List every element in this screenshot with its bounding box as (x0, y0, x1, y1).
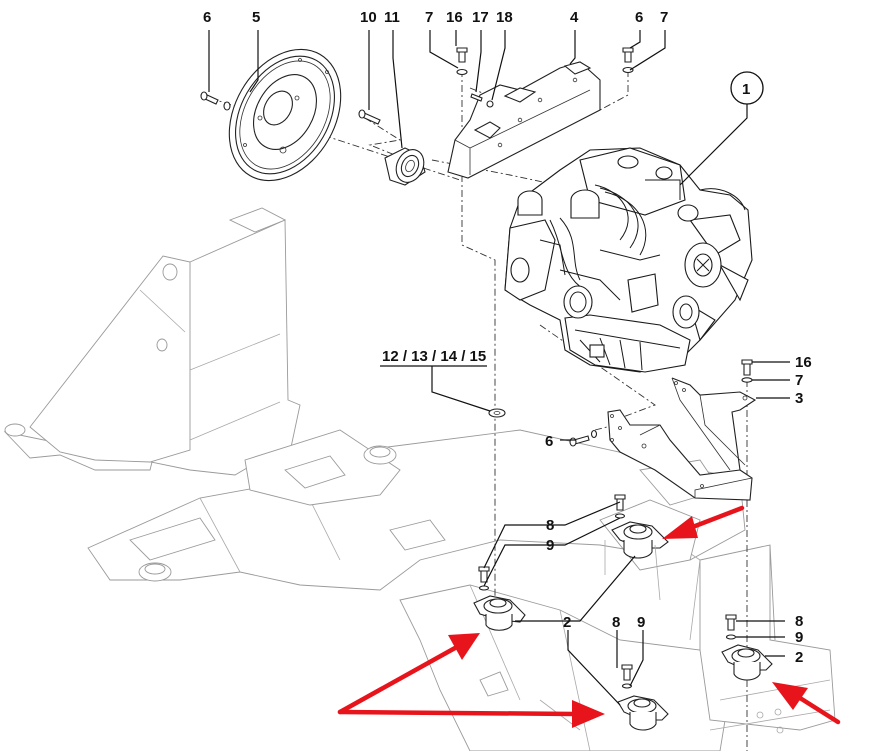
engine-mount-rear-left[interactable] (473, 566, 526, 631)
engine-mount-front-left[interactable] (617, 664, 669, 731)
callout-18: 18 (496, 9, 513, 26)
part-6-bolt-top-left[interactable] (200, 91, 231, 111)
arrow-to-rear-right-mount (662, 505, 745, 539)
callout-5: 5 (252, 9, 260, 26)
callout-8: 8 (795, 613, 803, 630)
callout-6: 6 (203, 9, 211, 26)
callout-17: 17 (472, 9, 489, 26)
engine-mount-front-right[interactable] (721, 614, 773, 681)
callout-3: 3 (795, 390, 803, 407)
part-5-flywheel-plate[interactable] (207, 29, 364, 200)
callout-4: 4 (570, 9, 579, 26)
part-3-support-bracket[interactable] (607, 377, 757, 501)
fasteners-top[interactable] (456, 47, 634, 108)
arrow-to-front-right-mount (772, 682, 841, 725)
callout-1-circle (730, 71, 764, 105)
callout-12-13-14-15: 12 / 13 / 14 / 15 (382, 348, 486, 365)
callout-11: 11 (384, 9, 400, 26)
callout-6: 6 (635, 9, 643, 26)
callout-labels: 6 5 10 11 7 16 17 18 4 6 7 1 12 / 13 / 1… (203, 9, 812, 666)
arrow-to-front-left-mount (337, 700, 605, 728)
callout-2: 2 (795, 649, 803, 666)
engine-mount-rear-right[interactable] (604, 494, 669, 601)
callout-16: 16 (446, 9, 463, 26)
callout-2: 2 (563, 614, 571, 631)
callout-7: 7 (425, 9, 433, 26)
part-10-hub-bolt[interactable] (358, 109, 381, 125)
callout-6: 6 (545, 433, 553, 450)
leader-lines (208, 30, 790, 706)
callout-8: 8 (546, 517, 554, 534)
assembly-centerlines (209, 70, 748, 751)
callout-7: 7 (660, 9, 668, 26)
callout-7: 7 (795, 372, 803, 389)
callout-9: 9 (546, 537, 554, 554)
callout-9: 9 (637, 614, 645, 631)
highlight-arrows (337, 505, 841, 728)
callout-8: 8 (612, 614, 620, 631)
callout-1: 1 (742, 81, 750, 98)
part-11-coupling-hub[interactable] (384, 145, 429, 187)
part-12-15-shims[interactable] (488, 408, 506, 418)
arrow-to-rear-left-mount (337, 633, 480, 715)
callout-9: 9 (795, 629, 803, 646)
part-1-engine[interactable] (504, 147, 753, 373)
part-4-cover-plate[interactable] (447, 61, 601, 179)
callout-16: 16 (795, 354, 812, 371)
callout-10: 10 (360, 9, 377, 26)
